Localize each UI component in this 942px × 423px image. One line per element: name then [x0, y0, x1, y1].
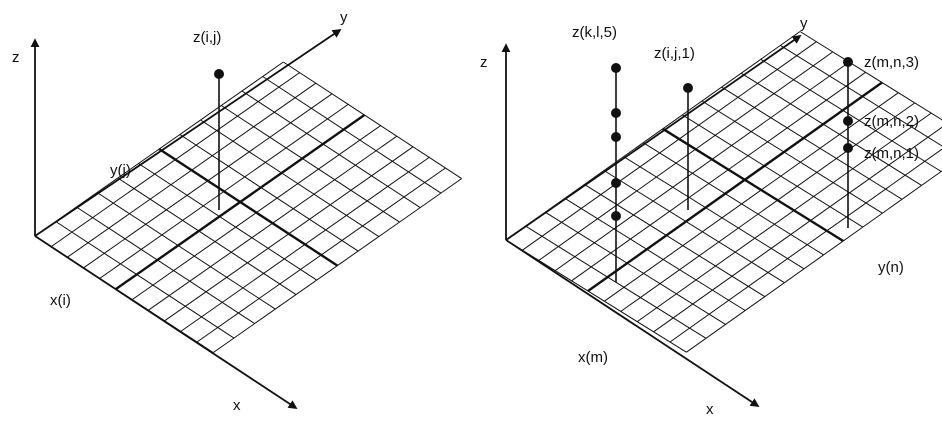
left-gridline-x-dir-11: [262, 76, 442, 194]
right-gridline-y-dir-4: [571, 71, 866, 282]
right-gridline-x-dir-4: [584, 183, 766, 298]
right-point-zkl3: [611, 132, 621, 142]
right-gridline-x-dir-10: [701, 100, 883, 214]
left-gridline-x-dir-5: [138, 163, 317, 281]
left-gridline-x-dir-12: [283, 61, 462, 180]
left-label-xi: x(i): [50, 292, 71, 309]
right-gridline-x-dir-6: [623, 156, 805, 270]
left-gridline-x-dir-7: [179, 134, 359, 252]
right-label-zmn1: z(m,n,1): [864, 145, 919, 162]
right-gridline-x-dir-5: [603, 170, 785, 284]
right-point-zkl4: [611, 108, 621, 118]
right-gridline-x-dir-2: [544, 211, 726, 325]
left-gridline-x-dir-4: [117, 177, 297, 296]
left-gridline-x-dir-9: [221, 105, 400, 223]
right-gridline-x-dir-0: [505, 239, 687, 353]
right-gridline-x-dir-11: [721, 86, 903, 200]
right-gridline-x-dir-9: [682, 114, 864, 228]
right-gridline-x-dir-7: [642, 142, 824, 256]
left-x-axis: [34, 235, 298, 409]
right-axis-x-label: x: [706, 401, 714, 418]
right-gridline-y-dir-10: [669, 148, 942, 343]
right-gridline-y-dir-8: [636, 112, 932, 323]
right-gridline-x-dir-14: [780, 44, 942, 147]
right-axis-y-label: y: [800, 15, 808, 32]
right-grid-dividers: [587, 81, 883, 292]
right-gridline-x-dir-13: [760, 58, 942, 172]
left-gridline-x-dir-10: [241, 90, 421, 209]
right-label-zmn3: z(m,n,3): [864, 54, 919, 71]
left-axis-x-label: x: [233, 397, 241, 414]
right-gridline-x-dir-1: [525, 225, 707, 339]
right-axis-z-label: z: [480, 54, 488, 71]
left-label-zij: z(i,j): [193, 29, 221, 46]
left-axis-z-label: z: [12, 49, 20, 66]
left-gridline-x-dir-8: [200, 119, 380, 238]
right-label-zij1: z(i,j,1): [654, 45, 695, 62]
left-panel: z y x z(i,j) y(j) x(i): [12, 9, 462, 414]
right-point-zmn1: [843, 143, 853, 153]
left-point-zij: [214, 69, 224, 79]
right-x-axis: [505, 239, 760, 407]
left-gridline-y-dir-5: [115, 114, 366, 290]
left-gridline-x-dir-3: [96, 192, 276, 310]
left-label-yj: y(j): [110, 162, 131, 179]
right-gridline-y-dir-1: [522, 41, 817, 251]
right-gridline-x-dir-3: [564, 197, 746, 311]
right-point-zij1: [683, 83, 693, 93]
right-point-zkl1: [611, 211, 621, 221]
right-gridline-y-dir-9: [653, 126, 942, 333]
left-gridline-x-dir-2: [76, 206, 255, 325]
right-gridline-y-dir-11: [686, 170, 942, 353]
right-label-zkl5: z(k,l,5): [572, 24, 617, 41]
right-gridline-x-dir-15: [799, 31, 942, 121]
left-axis-y-label: y: [340, 9, 348, 26]
right-point-zmn2: [843, 116, 853, 126]
left-gridline-x-dir-6: [158, 147, 339, 267]
right-gridline-y-dir-6: [604, 92, 899, 302]
right-grid-mesh: [505, 31, 942, 353]
right-label-xm: x(m): [578, 349, 608, 366]
right-point-zmn3: [843, 57, 853, 67]
right-gridline-y-dir-7: [620, 102, 916, 312]
right-point-zkl5: [611, 63, 621, 73]
right-gridline-y-dir-2: [538, 51, 834, 261]
right-point-zkl2: [611, 178, 621, 188]
right-label-yn: y(n): [878, 259, 904, 276]
right-y-axis: [505, 34, 802, 241]
right-gridline-x-dir-8: [662, 127, 844, 243]
left-grid-dividers: [115, 114, 366, 290]
right-gridline-y-dir-3: [554, 61, 850, 272]
left-gridline-x-dir-1: [55, 221, 235, 339]
right-gridline-x-dir-12: [740, 72, 922, 186]
right-label-zmn2: z(m,n,2): [864, 113, 919, 130]
left-y-axis: [34, 28, 342, 237]
right-panel: z y x z(k,l,5) z(i,j,1) z(m,n,3) z(m,n,2…: [480, 15, 942, 418]
right-gridline-y-dir-5: [587, 81, 883, 292]
